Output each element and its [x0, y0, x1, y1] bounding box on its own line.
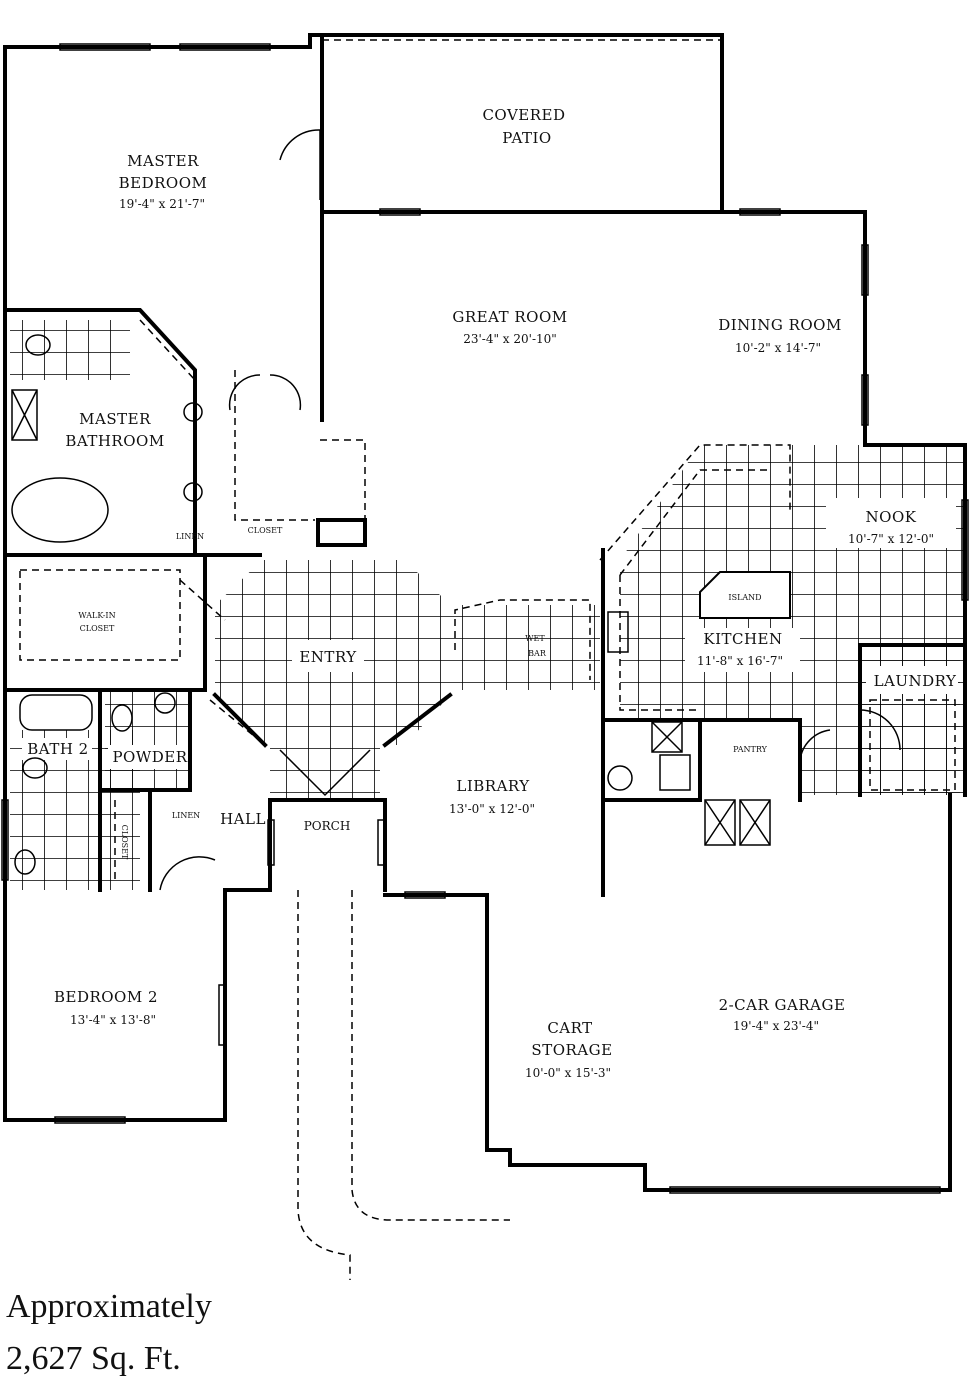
- bedroom-2-label: BEDROOM 2: [54, 988, 158, 1006]
- closet-label: CLOSET: [248, 526, 283, 535]
- walk-in-closet-label: WALK-IN: [78, 611, 115, 620]
- cooktop-icon: [607, 611, 629, 653]
- counters: [19, 39, 956, 880]
- garage-label: 2-CAR GARAGE: [719, 996, 846, 1014]
- library-label: LIBRARY: [456, 777, 530, 795]
- covered-patio-label: COVERED: [482, 106, 565, 124]
- cart-storage-label-2: STORAGE: [531, 1041, 612, 1059]
- sink-icon: [183, 402, 203, 422]
- island-label: ISLAND: [728, 593, 761, 602]
- nook-label: NOOK: [866, 508, 917, 526]
- entry-label: ENTRY: [299, 648, 357, 666]
- laundry-label: LAUNDRY: [874, 672, 957, 690]
- island-counter: [699, 571, 791, 619]
- kitchen-dims: 11'-8" x 16'-7": [697, 654, 783, 668]
- walk-in-closet-label-2: CLOSET: [80, 624, 115, 633]
- dining-room-label: DINING ROOM: [718, 316, 842, 334]
- toilet-icon: [25, 334, 51, 356]
- wet-bar-label: WET: [525, 634, 545, 643]
- linen-label: LINEN: [176, 532, 204, 541]
- sink-icon: [183, 482, 203, 502]
- tub-icon: [11, 477, 109, 543]
- area-caption-line1: Approximately: [6, 1288, 212, 1325]
- nook-dims: 10'-7" x 12'-0": [848, 532, 934, 546]
- hall-label: HALL: [220, 810, 266, 828]
- area-caption-line2: 2,627 Sq. Ft.: [6, 1340, 181, 1377]
- porch-label: PORCH: [304, 819, 351, 833]
- linen-2-label: LINEN: [172, 811, 200, 820]
- covered-patio-label-2: PATIO: [502, 129, 551, 147]
- great-room-dims: 23'-4" x 20'-10": [463, 332, 557, 346]
- cart-storage-dims: 10'-0" x 15'-3": [525, 1066, 611, 1080]
- master-bathroom-label-2: BATHROOM: [65, 432, 164, 450]
- great-room-label: GREAT ROOM: [452, 308, 567, 326]
- toilet-icon: [14, 849, 36, 875]
- bathtub-icon: [19, 694, 93, 731]
- closet-2-label: CLOSET: [120, 825, 129, 860]
- dining-room-dims: 10'-2" x 14'-7": [735, 341, 821, 355]
- powder-label: POWDER: [112, 748, 187, 766]
- toilet-icon: [111, 704, 133, 732]
- kitchen-label: KITCHEN: [703, 630, 782, 648]
- water-heater-icon: [607, 765, 633, 791]
- shower-icon: [11, 389, 38, 441]
- library-dims: 13'-0" x 12'-0": [449, 802, 535, 816]
- sink-icon: [154, 692, 176, 714]
- bedroom-2-dims: 13'-4" x 13'-8": [70, 1013, 156, 1027]
- bath-2-label: BATH 2: [27, 740, 88, 758]
- master-bedroom-dims: 19'-4" x 21'-7": [119, 197, 205, 211]
- master-bedroom-label: MASTER: [127, 152, 199, 170]
- pantry-label: PANTRY: [733, 745, 768, 754]
- master-bathroom-label: MASTER: [79, 410, 151, 428]
- garage-dims: 19'-4" x 23'-4": [733, 1019, 819, 1033]
- fixtures: [1, 43, 969, 1194]
- toilet-icon: [22, 757, 48, 779]
- cart-storage-label: CART: [547, 1019, 592, 1037]
- master-bedroom-label-2: BEDROOM: [119, 174, 208, 192]
- wet-bar-label-2: BAR: [528, 649, 547, 658]
- room-labels: COVERED PATIO MASTER BEDROOM 19'-4" x 21…: [27, 106, 957, 1080]
- walkway: [297, 890, 510, 1280]
